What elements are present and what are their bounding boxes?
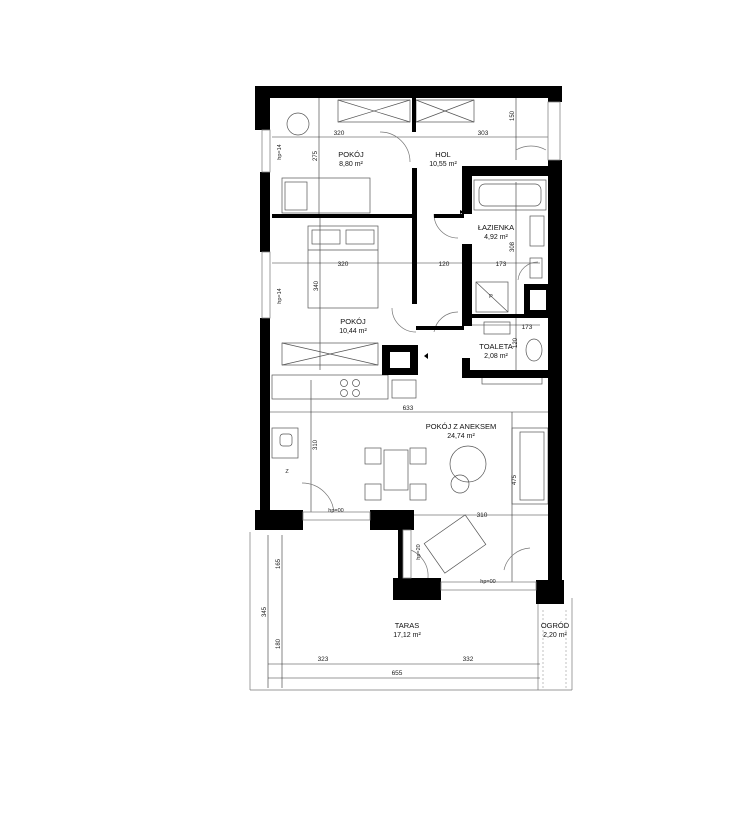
terrace-outline <box>249 532 573 691</box>
hp-tag-2: hp=14 <box>277 288 283 303</box>
dim-310-left: 310 <box>313 439 319 450</box>
windows <box>261 101 561 591</box>
dim-320-mid: 320 <box>338 261 349 268</box>
room-name-hol: HOL <box>435 150 450 159</box>
dim-633: 633 <box>403 405 414 412</box>
arrow-marker <box>424 353 428 359</box>
room-name-lazienka: ŁAZIENKA <box>478 223 514 232</box>
room-area-hol: 10,55 m² <box>429 161 457 168</box>
room-name-toaleta: TOALETA <box>479 342 512 351</box>
dim-323: 323 <box>318 656 329 663</box>
dim-475: 475 <box>512 474 518 485</box>
dim-120-mid: 120 <box>439 261 450 268</box>
hp-tag-5: hp=00 <box>480 579 495 585</box>
room-name-taras: TARAS <box>395 621 419 630</box>
dim-275: 275 <box>313 150 319 161</box>
dim-320-top: 320 <box>334 130 345 137</box>
walls <box>255 86 564 604</box>
room-name-salon: POKÓJ Z ANEKSEM <box>426 422 496 431</box>
p-tag: P <box>489 294 493 300</box>
room-area-ogrod: 2,20 m² <box>543 632 567 639</box>
hp-tag-4: hp=20 <box>416 544 422 559</box>
room-name-pokoj-1: POKÓJ <box>338 150 364 159</box>
dim-303: 303 <box>478 130 489 137</box>
room-name-pokoj-2: POKÓJ <box>340 317 366 326</box>
room-area-taras: 17,12 m² <box>393 632 421 639</box>
dim-173-low: 173 <box>522 324 533 331</box>
dim-173-mid: 173 <box>496 261 507 268</box>
dim-310-bottom: 310 <box>477 512 488 519</box>
hp-tag-3: hp=00 <box>328 508 343 514</box>
dim-180: 180 <box>276 638 282 649</box>
hp-tag-1: hp=14 <box>277 144 283 159</box>
room-area-pokoj-1: 8,80 m² <box>339 161 363 168</box>
dim-655: 655 <box>392 670 403 677</box>
dim-345: 345 <box>262 606 268 617</box>
room-area-pokoj-2: 10,44 m² <box>339 328 367 335</box>
room-area-toaleta: 2,08 m² <box>484 353 508 360</box>
dim-340: 340 <box>314 280 320 291</box>
room-labels: POKÓJ 8,80 m² HOL 10,55 m² ŁAZIENKA 4,92… <box>338 150 569 639</box>
z-tag: Z <box>285 469 289 475</box>
dim-120-low: 120 <box>513 337 519 348</box>
dim-308: 308 <box>510 241 516 252</box>
dim-332: 332 <box>463 656 474 663</box>
dim-150: 150 <box>510 110 516 121</box>
dim-165: 165 <box>276 558 282 569</box>
room-name-ogrod: OGRÓD <box>541 621 570 630</box>
tags: hp=14 hp=14 hp=00 hp=20 hp=00 Z P <box>277 144 496 585</box>
arrow-marker-2 <box>460 210 464 214</box>
dimension-texts: 320 303 150 275 320 120 173 308 340 173 … <box>262 110 533 677</box>
room-area-salon: 24,74 m² <box>447 433 475 440</box>
room-area-lazienka: 4,92 m² <box>484 234 508 241</box>
